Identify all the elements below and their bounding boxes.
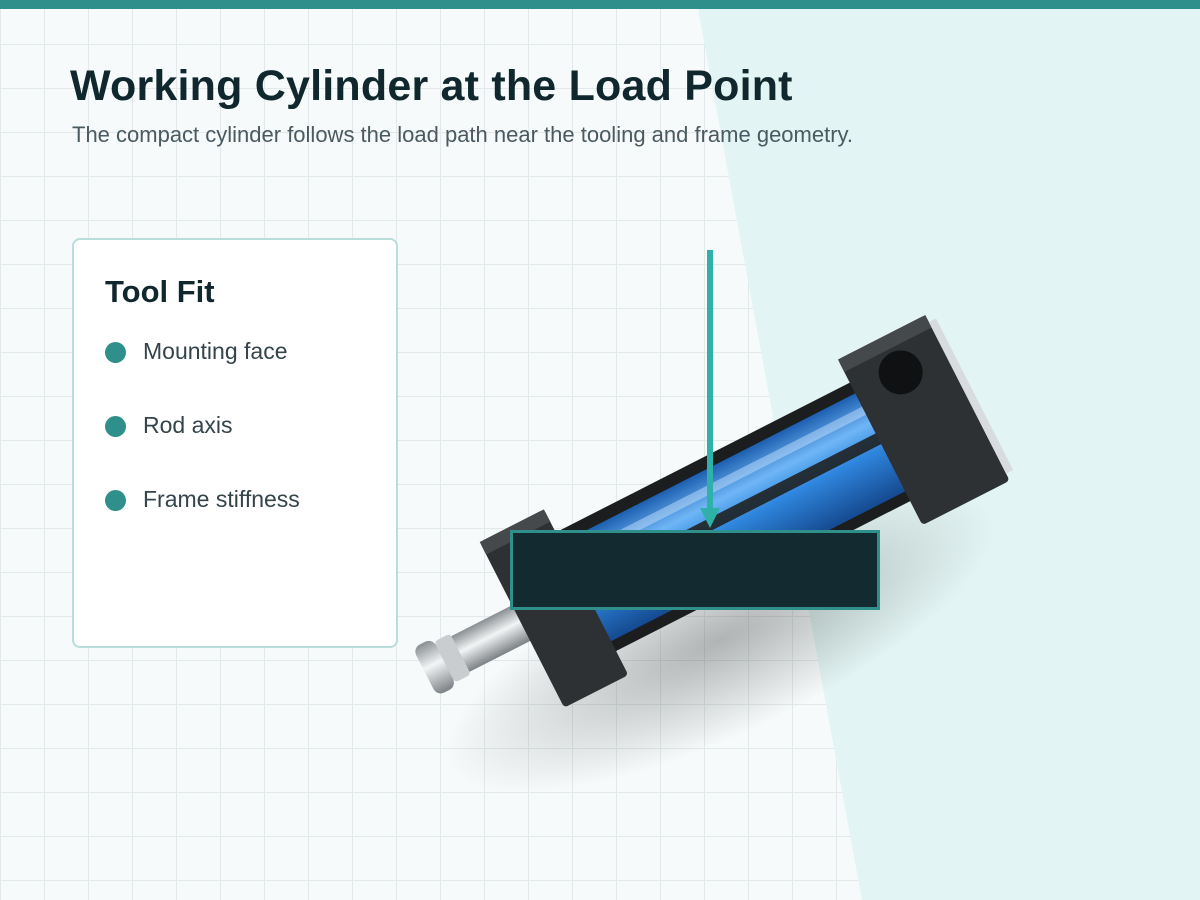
page-subtitle: The compact cylinder follows the load pa…: [72, 122, 854, 147]
tool-fit-card: Tool Fit Mounting face Rod axis Frame st…: [72, 238, 398, 648]
page-title: Working Cylinder at the Load Point: [70, 62, 793, 110]
top-accent-bar: [0, 0, 1200, 9]
bullet-dot-icon: [105, 490, 126, 511]
bullet-dot-icon: [105, 416, 126, 437]
list-item-label: Rod axis: [143, 412, 233, 438]
list-item-label: Frame stiffness: [143, 486, 300, 512]
load-arrow: [700, 250, 720, 528]
bullet-dot-icon: [105, 342, 126, 363]
callout-box: [510, 530, 880, 610]
card-title: Tool Fit: [105, 274, 215, 309]
list-item-label: Mounting face: [143, 338, 288, 364]
